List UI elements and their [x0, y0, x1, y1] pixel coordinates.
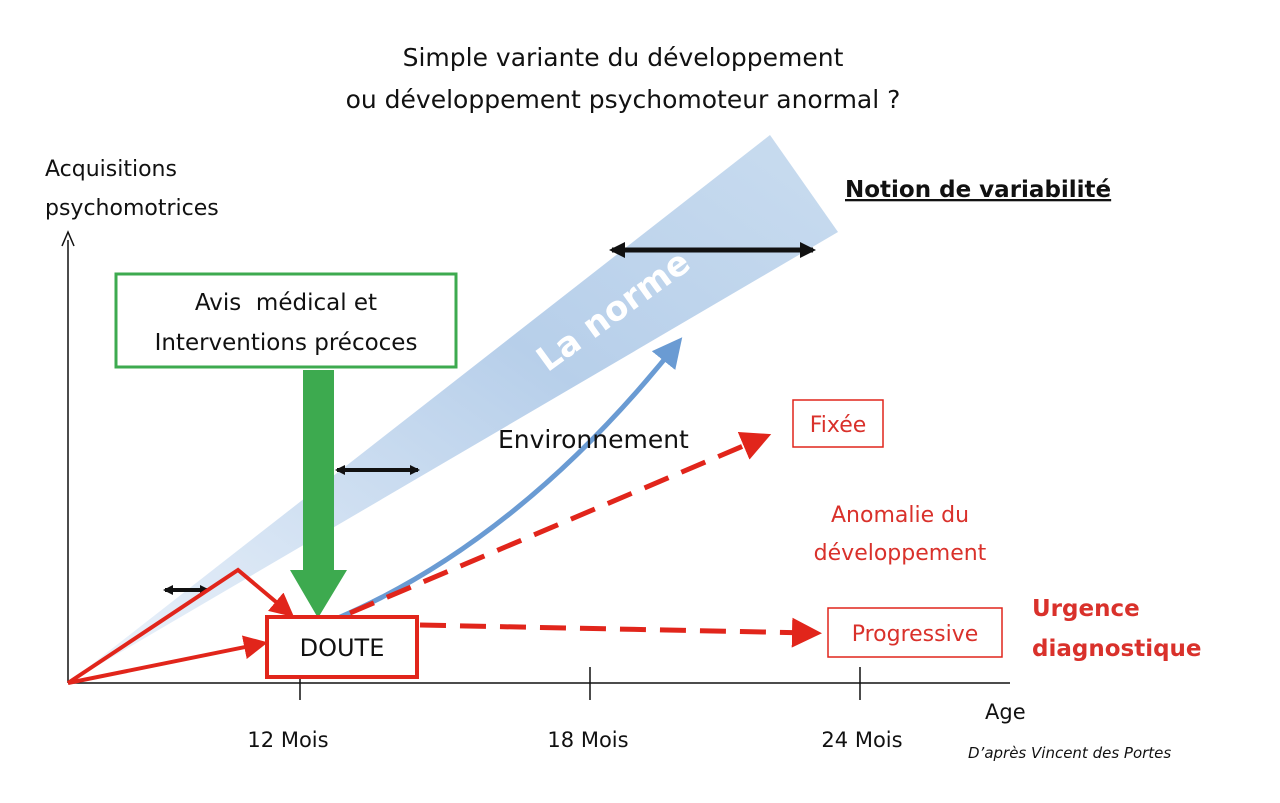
fixed-dashed-arrow: [349, 432, 772, 616]
doubt-label: DOUTE: [300, 634, 385, 662]
progressive-box: [827, 607, 1003, 658]
x-tick-label-18: 18 Mois: [547, 728, 628, 752]
anomaly-line-2: développement: [814, 541, 987, 566]
delay-path-arrow: [67, 635, 268, 685]
environment-label: Environnement: [498, 425, 689, 454]
urgency-line-2: diagnostique: [1032, 636, 1202, 662]
y-axis-label-1: Acquisitions: [45, 157, 177, 182]
x-tick-label-12: 12 Mois: [247, 728, 328, 752]
green-down-arrow: [290, 370, 347, 618]
norm-band: [68, 135, 838, 683]
x-axis-label: Age: [985, 700, 1026, 724]
doubt-box: [265, 615, 419, 679]
anomaly-line-1: Anomalie du: [831, 503, 969, 528]
title-line-1: Simple variante du développement: [403, 43, 844, 72]
medical-advice-line-1: Avis médical et: [195, 290, 377, 316]
urgency-line-1: Urgence: [1032, 596, 1140, 622]
y-axis-arrow-icon: [61, 230, 75, 247]
title-line-2: ou développement psychomoteur anormal ?: [346, 85, 901, 114]
fixed-box: [792, 399, 884, 448]
medical-advice-line-2: Interventions précoces: [155, 330, 418, 356]
regression-path-arrow: [66, 567, 295, 685]
progressive-dashed-arrow: [419, 617, 822, 648]
notion-de-variabilite: Notion de variabilité: [845, 177, 1111, 203]
medical-advice-box: [114, 272, 458, 369]
fixed-label: Fixée: [810, 413, 867, 438]
progressive-label: Progressive: [852, 622, 979, 647]
credit: D’après Vincent des Portes: [968, 744, 1171, 762]
x-tick-label-24: 24 Mois: [821, 728, 902, 752]
y-axis-label-2: psychomotrices: [45, 196, 219, 221]
